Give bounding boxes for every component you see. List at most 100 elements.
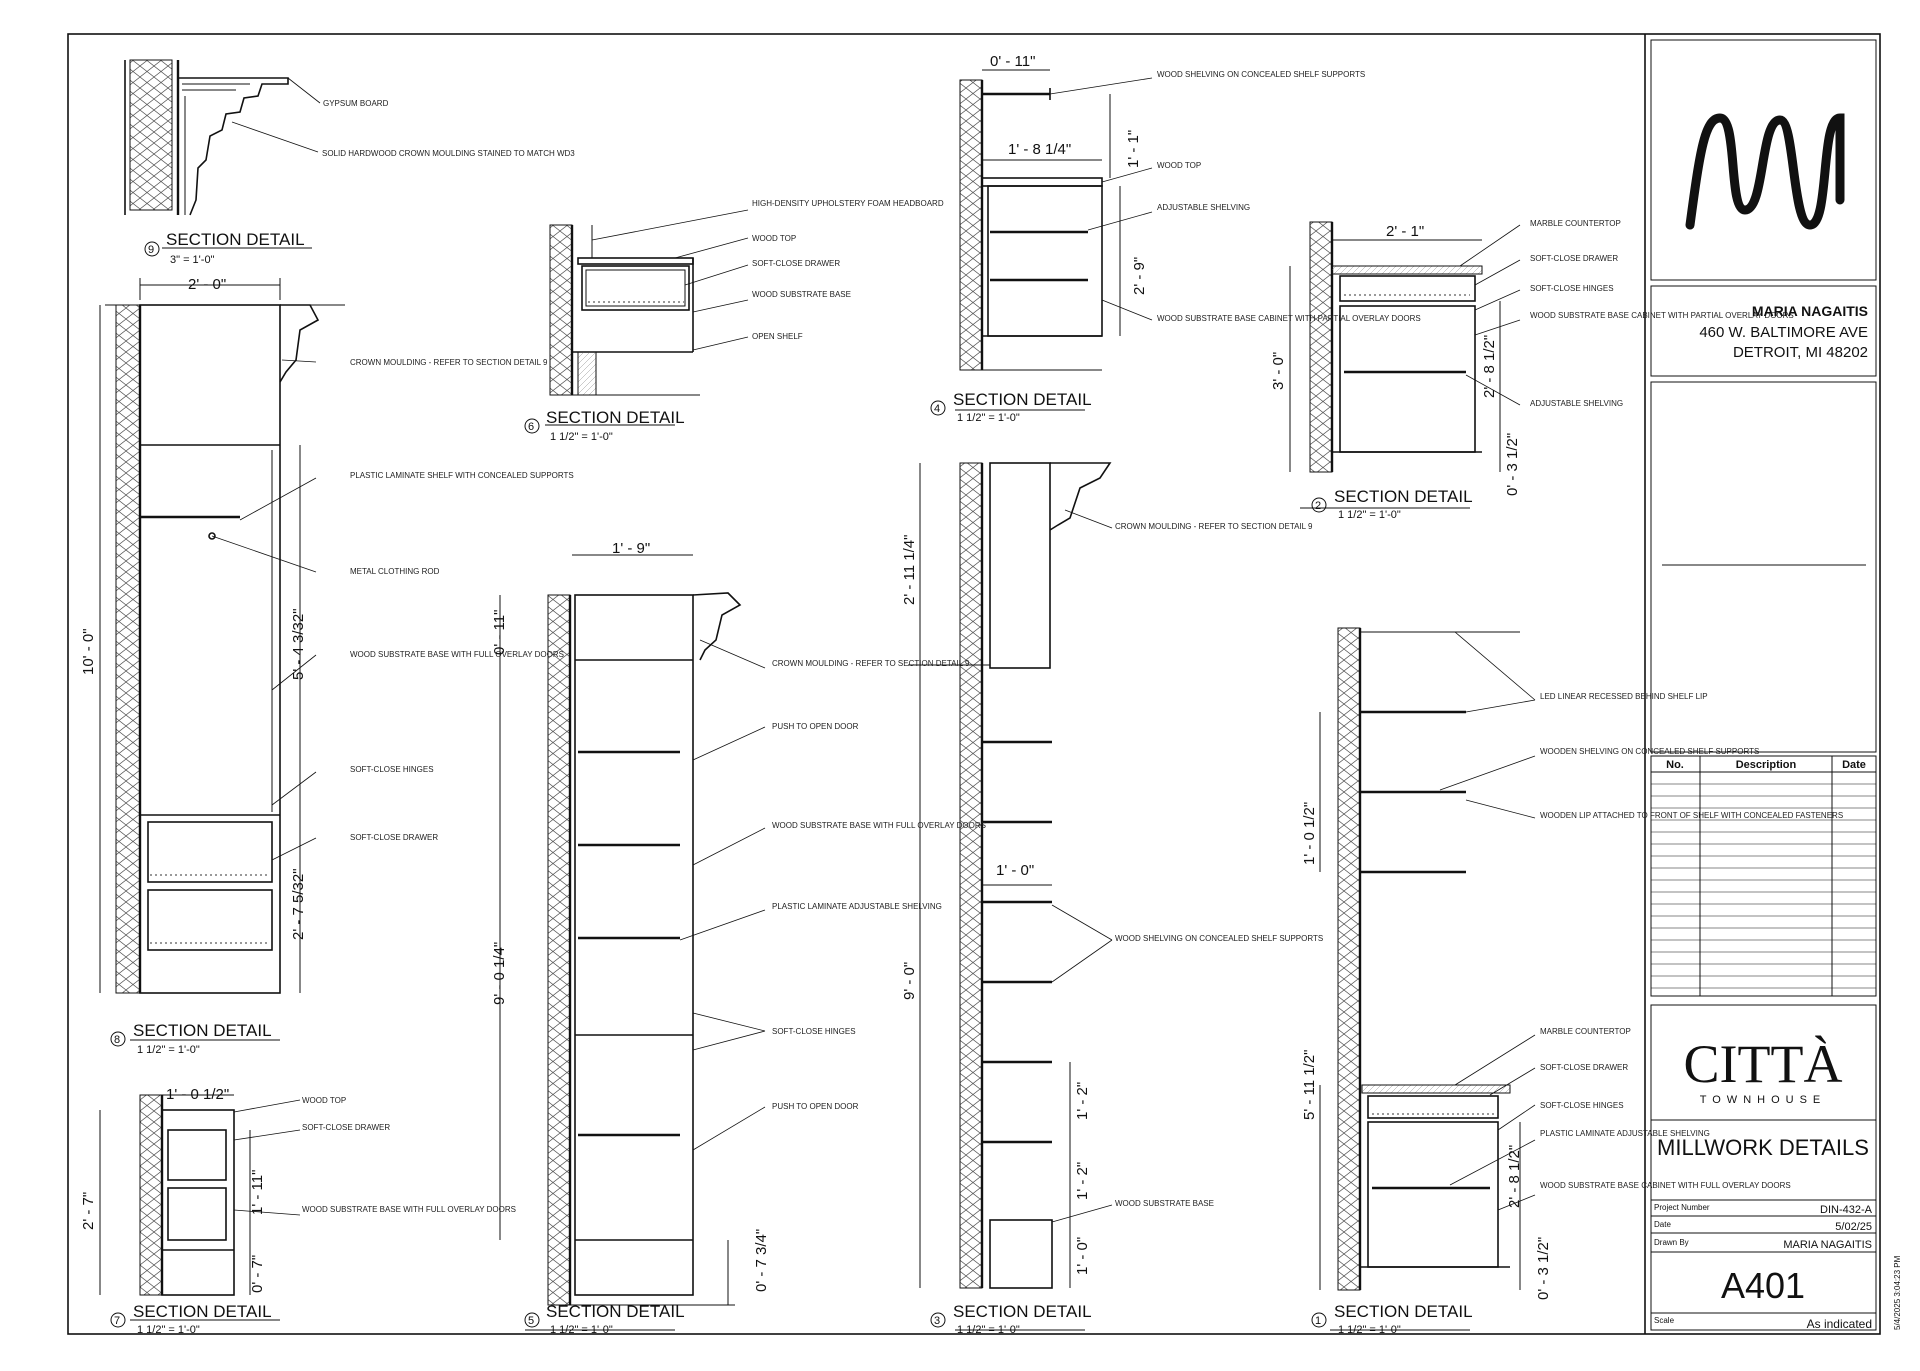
dimension-label: 1' - 1" xyxy=(1125,130,1142,168)
callout-label: CROWN MOULDING - REFER TO SECTION DETAIL… xyxy=(772,659,970,668)
detail-scale: 3" = 1'-0" xyxy=(170,254,215,266)
revision-rows xyxy=(1651,783,1876,989)
dimension-label: 0' - 3 1/2" xyxy=(1535,1237,1552,1300)
dimension-label: 9' - 0 1/4" xyxy=(491,942,508,1005)
detail-scale: 1 1/2" = 1'-0" xyxy=(550,431,613,443)
drawn-by-label: Drawn By xyxy=(1654,1238,1689,1247)
callout-label: WOOD SUBSTRATE BASE WITH FULL OVERLAY DO… xyxy=(772,821,986,830)
dimension-label: 0' - 7" xyxy=(249,1255,266,1293)
callout-label: SOFT-CLOSE DRAWER xyxy=(350,833,438,842)
detail-title: SECTION DETAIL xyxy=(133,1021,272,1040)
detail-scale: 1 1/2" = 1'-0" xyxy=(1338,509,1401,521)
detail-number: 2 xyxy=(1315,500,1321,512)
dimension-label: 9' - 0" xyxy=(901,962,918,1000)
callout-label: WOOD SUBSTRATE BASE xyxy=(752,290,851,299)
detail-number-bubble xyxy=(524,1312,540,1328)
callout-label: MARBLE COUNTERTOP xyxy=(1540,1027,1631,1036)
dimension-label: 0' - 3 1/2" xyxy=(1504,433,1521,496)
callout-label: OPEN SHELF xyxy=(752,332,803,341)
callout-label: PLASTIC LAMINATE ADJUSTABLE SHELVING xyxy=(1540,1129,1710,1138)
callout-label: WOOD SHELVING ON CONCEALED SHELF SUPPORT… xyxy=(1157,70,1365,79)
callout-label: WOOD SUBSTRATE BASE CABINET WITH PARTIAL… xyxy=(1157,314,1421,323)
detail-scale: 1 1/2" = 1'-0" xyxy=(957,1324,1020,1336)
callout-label: SOFT-CLOSE HINGES xyxy=(350,765,434,774)
callout-label: SOFT-CLOSE DRAWER xyxy=(1540,1063,1628,1072)
blank-panel xyxy=(1650,381,1877,753)
dimension-label: 2' - 1" xyxy=(1386,223,1424,240)
detail-number: 1 xyxy=(1315,1315,1321,1327)
callout-label: SOFT-CLOSE HINGES xyxy=(772,1027,856,1036)
sheet-info-panel xyxy=(1650,1199,1877,1331)
detail-number-bubble xyxy=(930,1312,946,1328)
client-address-2: DETROIT, MI 48202 xyxy=(1733,344,1868,361)
dimension-label: 1' - 0" xyxy=(1074,1237,1091,1275)
detail-8 xyxy=(99,278,345,1041)
dimension-label: 0' - 7 3/4" xyxy=(753,1229,770,1292)
callout-label: GYPSUM BOARD xyxy=(323,99,389,108)
dimension-label: 10' - 0" xyxy=(80,628,97,675)
detail-number: 7 xyxy=(114,1315,120,1327)
detail-number: 6 xyxy=(528,421,534,433)
callout-label: WOOD SUBSTRATE BASE WITH FULL OVERLAY DO… xyxy=(302,1205,516,1214)
callout-label: SOFT-CLOSE HINGES xyxy=(1540,1101,1624,1110)
detail-scale: 1 1/2" = 1'-0" xyxy=(1338,1324,1401,1336)
project-number: DIN-432-A xyxy=(1820,1204,1873,1216)
callout-label: MARBLE COUNTERTOP xyxy=(1530,219,1621,228)
callout-label: SOLID HARDWOOD CROWN MOULDING STAINED TO… xyxy=(322,149,575,158)
dimension-label: 2' - 9" xyxy=(1131,257,1148,295)
dimension-label: 2' - 7" xyxy=(80,1192,97,1230)
logo-mark xyxy=(1685,113,1845,230)
detail-number-bubble xyxy=(144,241,160,257)
rev-header-description: Description xyxy=(1736,759,1797,771)
logo-panel xyxy=(1650,39,1877,281)
callout-label: CROWN MOULDING - REFER TO SECTION DETAIL… xyxy=(1115,522,1313,531)
detail-7 xyxy=(99,1094,301,1321)
detail-scale: 1 1/2" = 1'-0" xyxy=(137,1324,200,1336)
detail-title: SECTION DETAIL xyxy=(166,230,305,249)
callout-label: SOFT-CLOSE DRAWER xyxy=(752,259,840,268)
dimension-label: 1' - 0 1/2" xyxy=(1301,802,1318,865)
dimension-label: 1' - 11" xyxy=(249,1170,266,1215)
dimension-label: 2' - 11 1/4" xyxy=(901,535,918,605)
detail-number: 4 xyxy=(934,403,940,415)
dimension-label: 1' - 2" xyxy=(1074,1082,1091,1120)
callout-label: WOODEN LIP ATTACHED TO FRONT OF SHELF WI… xyxy=(1540,811,1843,820)
dimension-label: 1' - 2" xyxy=(1074,1162,1091,1200)
detail-number: 3 xyxy=(934,1315,940,1327)
detail-title: SECTION DETAIL xyxy=(546,1302,685,1321)
callout-label: PLASTIC LAMINATE ADJUSTABLE SHELVING xyxy=(772,902,942,911)
detail-number-bubble xyxy=(110,1312,126,1328)
callout-label: PUSH TO OPEN DOOR xyxy=(772,722,859,731)
callout-label: SOFT-CLOSE HINGES xyxy=(1530,284,1614,293)
scale-value: As indicated xyxy=(1807,1317,1872,1331)
revision-table xyxy=(1650,755,1877,997)
drawn-by-value: MARIA NAGAITIS xyxy=(1783,1239,1872,1251)
date-label: Date xyxy=(1654,1220,1671,1229)
project-brand: CITTÀ xyxy=(1684,1034,1843,1094)
detail-number-bubble xyxy=(524,418,540,434)
callout-label: LED LINEAR RECESSED BEHIND SHELF LIP xyxy=(1540,692,1708,701)
dimension-label: 3' - 0" xyxy=(1270,352,1287,390)
dimension-label: 1' - 0" xyxy=(996,862,1034,879)
callout-label: CROWN MOULDING - REFER TO SECTION DETAIL… xyxy=(350,358,548,367)
callout-label: WOOD SUBSTRATE BASE CABINET WITH FULL OV… xyxy=(1540,1181,1791,1190)
callout-label: SOFT-CLOSE DRAWER xyxy=(302,1123,390,1132)
callout-label: WOOD TOP xyxy=(1157,161,1201,170)
detail-6 xyxy=(545,209,749,426)
project-brand-sub: TOWNHOUSE xyxy=(1700,1094,1827,1106)
callout-label: SOFT-CLOSE DRAWER xyxy=(1530,254,1618,263)
dimension-label: 0' - 11" xyxy=(491,610,508,655)
callout-label: METAL CLOTHING ROD xyxy=(350,567,440,576)
detail-number: 5 xyxy=(528,1315,534,1327)
detail-title: SECTION DETAIL xyxy=(953,390,1092,409)
dimension-label: 0' - 11" xyxy=(990,53,1035,70)
rev-header-date: Date xyxy=(1842,759,1866,771)
detail-title: SECTION DETAIL xyxy=(953,1302,1092,1321)
dimension-label: 2' - 8 1/2" xyxy=(1481,335,1498,398)
rev-header-no: No. xyxy=(1666,759,1684,771)
date-value: 5/02/25 xyxy=(1835,1221,1872,1233)
detail-title: SECTION DETAIL xyxy=(1334,487,1473,506)
client-address-1: 460 W. BALTIMORE AVE xyxy=(1699,324,1868,341)
callout-label: WOOD TOP xyxy=(752,234,796,243)
